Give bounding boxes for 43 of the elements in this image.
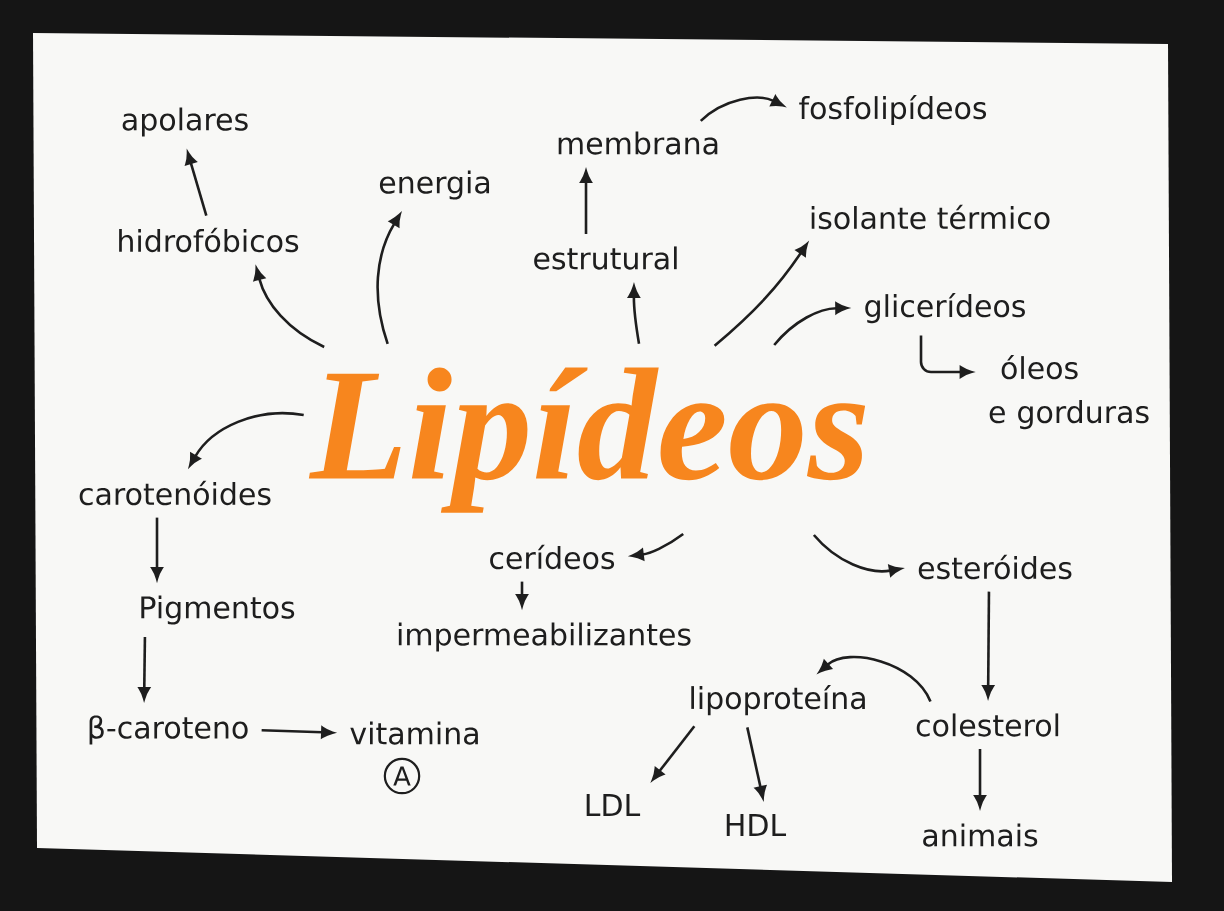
concept-label: Pigmentos <box>141 595 295 625</box>
concept-label: β-caroteno <box>89 715 248 745</box>
concept-label: carotenóides <box>79 480 271 506</box>
arrow <box>151 517 163 580</box>
arrow <box>185 151 208 216</box>
arrow <box>974 749 986 808</box>
arrow <box>746 727 767 799</box>
concept-label: óleos e gorduras <box>989 354 1149 430</box>
concept-label: animais <box>923 823 1038 847</box>
concept-label: impermeabilizantes <box>398 622 691 652</box>
arrow <box>138 636 151 700</box>
arrow <box>261 726 334 739</box>
arrow <box>376 213 401 345</box>
central-topic: Lipídeos <box>308 367 866 513</box>
arrow <box>919 335 973 378</box>
circled-letter: A <box>383 757 421 795</box>
concept-label: LDL <box>586 794 641 816</box>
concept-label: energia <box>379 170 490 200</box>
arrow <box>713 243 808 347</box>
arrow <box>651 725 696 781</box>
concept-label: apolares <box>122 107 248 137</box>
arrow <box>699 95 784 122</box>
arrow <box>812 534 902 577</box>
concept-label: isolante térmico <box>811 204 1050 230</box>
arrow <box>773 302 848 346</box>
concept-label: glicerídeos <box>865 292 1025 324</box>
concept-label: lipoproteína <box>691 684 865 716</box>
concept-label: vitamina <box>350 721 478 745</box>
arrow <box>818 655 932 703</box>
concept-label: colesterol <box>916 713 1059 737</box>
concept-label: estrutural <box>534 246 677 270</box>
arrow <box>189 411 304 467</box>
concept-label: fosfolipídeos <box>799 94 987 126</box>
concept-label: hidrofóbicos <box>119 227 299 253</box>
concept-label: esteróides <box>918 554 1072 580</box>
arrow <box>580 170 592 234</box>
arrow <box>516 581 528 607</box>
arrow <box>628 285 641 344</box>
concept-label: cerídeos <box>490 544 615 570</box>
concept-label: membrana <box>558 131 718 155</box>
arrow <box>631 532 684 561</box>
concept-label: HDL <box>726 814 786 836</box>
arrow <box>982 591 995 698</box>
